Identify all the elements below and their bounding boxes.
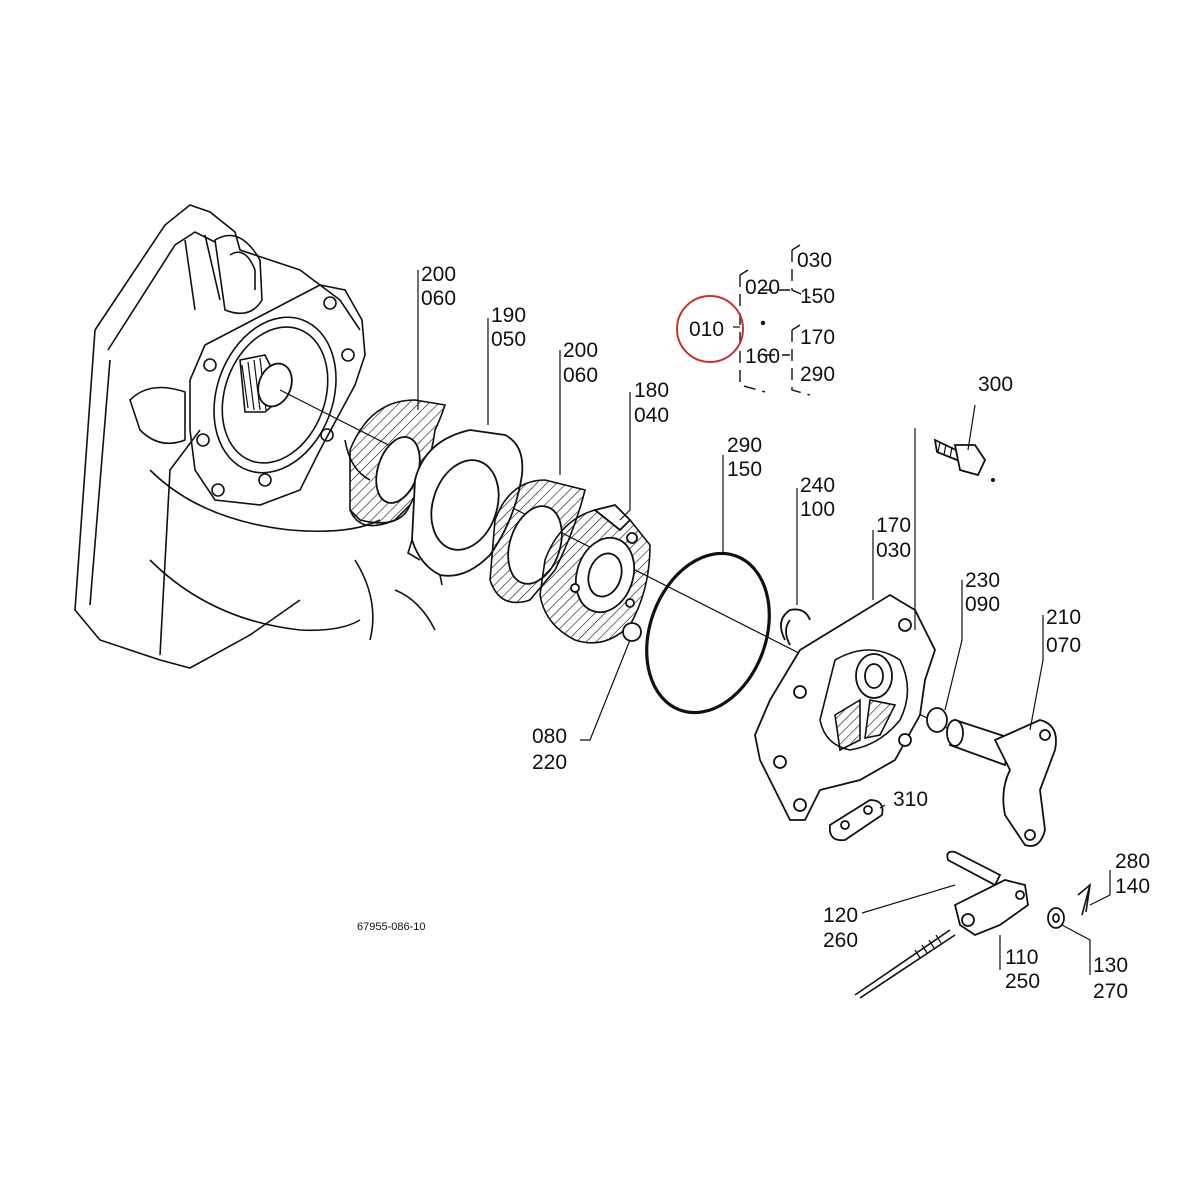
label-290-b: 290 — [800, 363, 835, 386]
label-240: 240 — [800, 474, 835, 497]
label-250: 250 — [1005, 970, 1040, 993]
label-220: 220 — [532, 751, 567, 774]
label-200-b: 200 — [563, 339, 598, 362]
label-150-a: 150 — [727, 458, 762, 481]
label-170-a: 170 — [876, 514, 911, 537]
label-060-b: 060 — [563, 364, 598, 387]
label-030-b: 030 — [797, 249, 832, 272]
drawing-code: 67955-086-10 — [357, 921, 426, 933]
label-190: 190 — [491, 304, 526, 327]
label-140: 140 — [1115, 875, 1150, 898]
label-210: 210 — [1046, 606, 1081, 629]
washer-130-270 — [1047, 907, 1065, 929]
label-010: 010 — [689, 318, 724, 341]
label-060-a: 060 — [421, 287, 456, 310]
ball-080-220 — [622, 622, 642, 642]
label-260: 260 — [823, 929, 858, 952]
label-120: 120 — [823, 904, 858, 927]
leader-lines — [417, 270, 1111, 975]
label-110: 110 — [1005, 946, 1038, 969]
label-070: 070 — [1046, 634, 1081, 657]
label-100: 100 — [800, 498, 835, 521]
label-230: 230 — [965, 569, 1000, 592]
link-plate-310 — [828, 799, 884, 842]
label-200-a: 200 — [421, 263, 456, 286]
o-ring-290-150 — [645, 551, 771, 715]
clevis-110-250 — [953, 879, 1029, 937]
label-050: 050 — [491, 328, 526, 351]
highlight-circle — [676, 295, 744, 363]
snap-ring-240-100 — [780, 608, 811, 646]
control-rod — [854, 929, 956, 999]
label-180: 180 — [634, 379, 669, 402]
o-ring-230-090 — [926, 707, 948, 733]
label-160: 160 — [745, 345, 780, 368]
kit-bracket-010 — [739, 244, 811, 396]
label-130: 130 — [1093, 954, 1128, 977]
label-280: 280 — [1115, 850, 1150, 873]
pin-120-260 — [946, 850, 1002, 887]
label-150-b: 150 — [800, 285, 835, 308]
label-040: 040 — [634, 404, 669, 427]
cover-170-030 — [754, 593, 936, 821]
label-310: 310 — [893, 788, 928, 811]
label-020: 020 — [745, 276, 780, 299]
cotter-pin-280-140 — [1077, 883, 1092, 916]
label-090: 090 — [965, 593, 1000, 616]
shaft-lever-210-070 — [946, 718, 1057, 847]
part-labels: 200 060 190 050 200 060 180 040 290 150 … — [421, 249, 1150, 1003]
label-170-b: 170 — [800, 326, 835, 349]
label-030-a: 030 — [876, 539, 911, 562]
bolt-300 — [933, 438, 987, 477]
clutch-hub-180-040 — [539, 504, 651, 644]
label-290-a: 290 — [727, 434, 762, 457]
label-270: 270 — [1093, 980, 1128, 1003]
label-080: 080 — [532, 725, 567, 748]
label-300: 300 — [978, 373, 1013, 396]
